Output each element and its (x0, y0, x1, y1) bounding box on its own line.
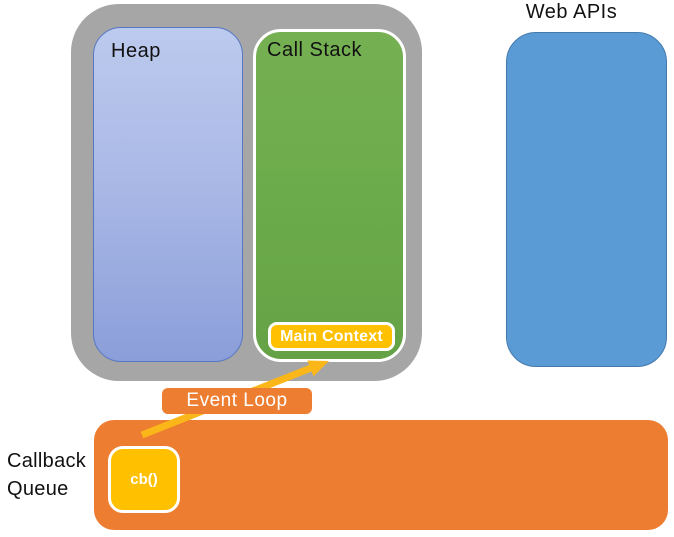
callback-label: cb() (130, 471, 158, 488)
web-apis-label: Web APIs (525, 1, 618, 23)
main-context-badge: Main Context (268, 322, 395, 351)
call-stack-box: Call Stack Main Context (253, 29, 406, 362)
heap-label: Heap (111, 40, 161, 62)
callback-queue-box: cb() (94, 420, 668, 530)
web-apis-box (506, 32, 667, 367)
event-loop-badge: Event Loop (162, 388, 312, 414)
callback-queue-label: Callback Queue (7, 450, 87, 500)
callback-badge: cb() (108, 446, 180, 513)
call-stack-label: Call Stack (267, 39, 363, 61)
main-context-label: Main Context (280, 327, 383, 345)
event-loop-label: Event Loop (186, 390, 288, 411)
heap-box: Heap (93, 27, 243, 362)
js-runtime-container: Heap Call Stack Main Context (71, 4, 422, 381)
